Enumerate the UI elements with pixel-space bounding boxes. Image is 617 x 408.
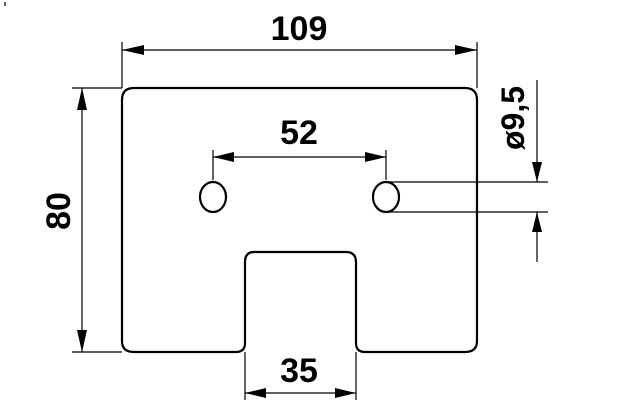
hole-diameter-arrow-top bbox=[532, 162, 542, 182]
height-dimension: 80 bbox=[40, 87, 122, 353]
slot-width-label: 35 bbox=[280, 352, 318, 390]
slot-width-dimension: 35 bbox=[244, 352, 357, 400]
height-arrow-bottom bbox=[77, 330, 87, 352]
plate-outline bbox=[120, 86, 479, 354]
right-hole bbox=[371, 180, 401, 214]
height-arrow-top bbox=[77, 88, 87, 110]
left-hole bbox=[198, 180, 228, 214]
hole-spacing-dimension: 52 bbox=[212, 114, 387, 180]
hole-diameter-label: ø9,5 bbox=[495, 86, 531, 150]
hole-diameter-dimension: ø9,5 bbox=[386, 80, 548, 262]
width-label: 109 bbox=[271, 10, 328, 48]
width-arrow-right bbox=[455, 45, 477, 55]
hole-diameter-arrow-bottom bbox=[532, 212, 542, 232]
hole-spacing-arrow-right bbox=[365, 152, 386, 162]
height-label: 80 bbox=[40, 192, 78, 230]
slot-width-arrow-left bbox=[245, 388, 266, 398]
width-arrow-left bbox=[122, 45, 144, 55]
hole-spacing-label: 52 bbox=[280, 114, 318, 152]
slot-width-arrow-right bbox=[335, 388, 356, 398]
hole-spacing-arrow-left bbox=[213, 152, 234, 162]
width-dimension: 109 bbox=[121, 10, 478, 88]
